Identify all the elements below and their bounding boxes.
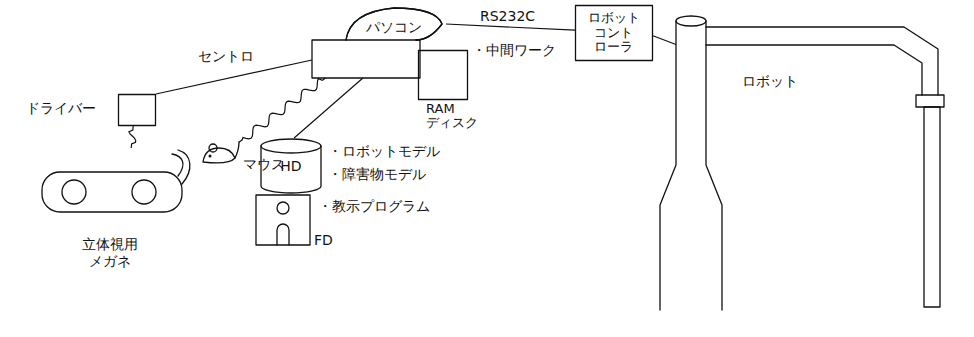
hard-disk: HD: [260, 138, 322, 194]
driver-outline: [118, 94, 156, 126]
ram-disk: RAM ディスク: [418, 50, 468, 100]
computer-outline: [312, 6, 446, 78]
coiled-cable: [129, 126, 136, 148]
floppy-disk-outline: [255, 194, 311, 246]
driver: ドライバー: [118, 94, 156, 126]
note-label: ・障害物モデル: [326, 166, 428, 182]
ram-disk-outline: [418, 50, 468, 100]
coiled-cable: [239, 78, 325, 142]
node-label: FD: [314, 232, 333, 248]
node-label: ロボット コント ローラ: [584, 11, 644, 56]
stereo-glasses-outline: [40, 148, 192, 216]
edge-label: セントロ: [196, 48, 256, 64]
node-label: ロボット: [742, 73, 798, 89]
note-label: ・中間ワーク: [470, 42, 558, 58]
node-label: マウス: [243, 156, 285, 172]
node-label: HD: [260, 158, 322, 174]
robot-controller: ロボット コント ローラ: [575, 5, 653, 61]
robot: ロボット: [676, 15, 951, 310]
stereo-glasses: 立体視用 メガネ: [40, 148, 192, 216]
floppy-disk: FD: [255, 194, 311, 246]
node-label: ドライバー: [26, 100, 96, 116]
connector-line: [156, 60, 312, 94]
mouse-outline: [199, 138, 239, 166]
node-label: パソコン: [366, 19, 422, 35]
connector-line: [653, 36, 676, 45]
node-label: RAM ディスク: [426, 102, 482, 131]
note-label: ・教示プログラム: [316, 198, 432, 214]
computer: パソコン: [312, 6, 446, 78]
node-label: 立体視用 メガネ: [74, 236, 147, 270]
connector-line: [294, 78, 363, 138]
edge-label: RS232C: [478, 8, 537, 24]
note-label: ・ロボットモデル: [326, 143, 442, 159]
mouse: マウス: [199, 138, 239, 166]
robot-outline: [676, 15, 951, 310]
connector-line: [446, 24, 575, 30]
